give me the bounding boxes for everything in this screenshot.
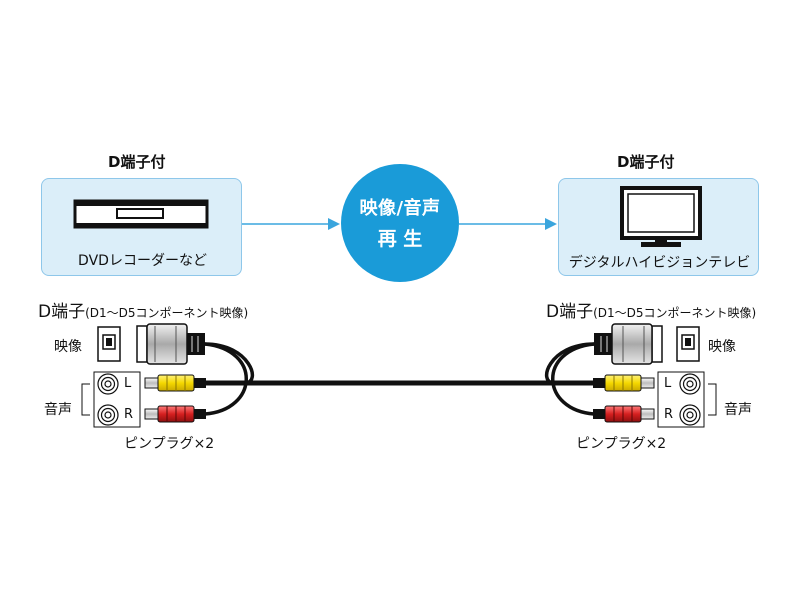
left-audio-bracket	[81, 383, 90, 416]
right-jack-l-icon	[679, 373, 701, 395]
left-d-terminal-sub: (D1～D5コンポーネント映像)	[85, 306, 249, 320]
right-pin-plug-label: ピンプラグ×2	[576, 436, 667, 452]
left-jack-r-label: R	[124, 407, 134, 422]
playback-circle-line1: 映像/音声	[359, 198, 441, 219]
left-d-terminal-title: D端子(D1～D5コンポーネント映像)	[38, 297, 248, 322]
right-jack-l-label: L	[664, 376, 672, 391]
left-red-plug	[144, 405, 206, 423]
left-audio-panel-frame	[93, 371, 141, 428]
display-device-label: デジタルハイビジョンテレビ	[568, 255, 751, 271]
dvd-recorder-icon	[73, 199, 209, 229]
right-d-terminal-label: D端子	[546, 302, 594, 322]
left-d-jack-icon	[97, 326, 121, 362]
right-jack-r-label: R	[664, 407, 674, 422]
tv-icon	[620, 186, 702, 247]
left-jack-l-icon	[97, 373, 119, 395]
right-jack-r-icon	[679, 404, 701, 426]
left-d-plug	[136, 323, 205, 365]
right-red-plug	[593, 405, 655, 423]
left-device-heading: D端子付	[108, 153, 166, 171]
display-device-box: デジタルハイビジョンテレビ	[558, 178, 759, 276]
right-device-heading: D端子付	[617, 153, 675, 171]
right-video-label: 映像	[708, 339, 736, 355]
right-d-plug	[594, 323, 663, 365]
left-video-label: 映像	[54, 339, 82, 355]
left-jack-l-label: L	[124, 376, 132, 391]
playback-circle: 映像/音声 再 生	[341, 164, 459, 282]
right-d-terminal-title: D端子(D1～D5コンポーネント映像)	[546, 297, 756, 322]
right-d-jack-icon	[676, 326, 700, 362]
playback-circle-line2: 再 生	[377, 228, 423, 250]
left-d-terminal-label: D端子	[38, 302, 86, 322]
right-d-terminal-sub: (D1～D5コンポーネント映像)	[593, 306, 757, 320]
left-audio-label: 音声	[44, 402, 72, 418]
source-device-label: DVDレコーダーなど	[78, 253, 207, 269]
right-yellow-plug	[593, 374, 655, 392]
left-yellow-plug	[144, 374, 206, 392]
right-audio-bracket	[708, 383, 717, 416]
arrow-left-to-center	[242, 218, 340, 230]
right-audio-label: 音声	[724, 402, 752, 418]
arrow-center-to-right	[459, 218, 557, 230]
right-audio-panel-frame	[657, 371, 705, 428]
left-jack-r-icon	[97, 404, 119, 426]
source-device-box: DVDレコーダーなど	[41, 178, 242, 276]
left-pin-plug-label: ピンプラグ×2	[124, 436, 215, 452]
